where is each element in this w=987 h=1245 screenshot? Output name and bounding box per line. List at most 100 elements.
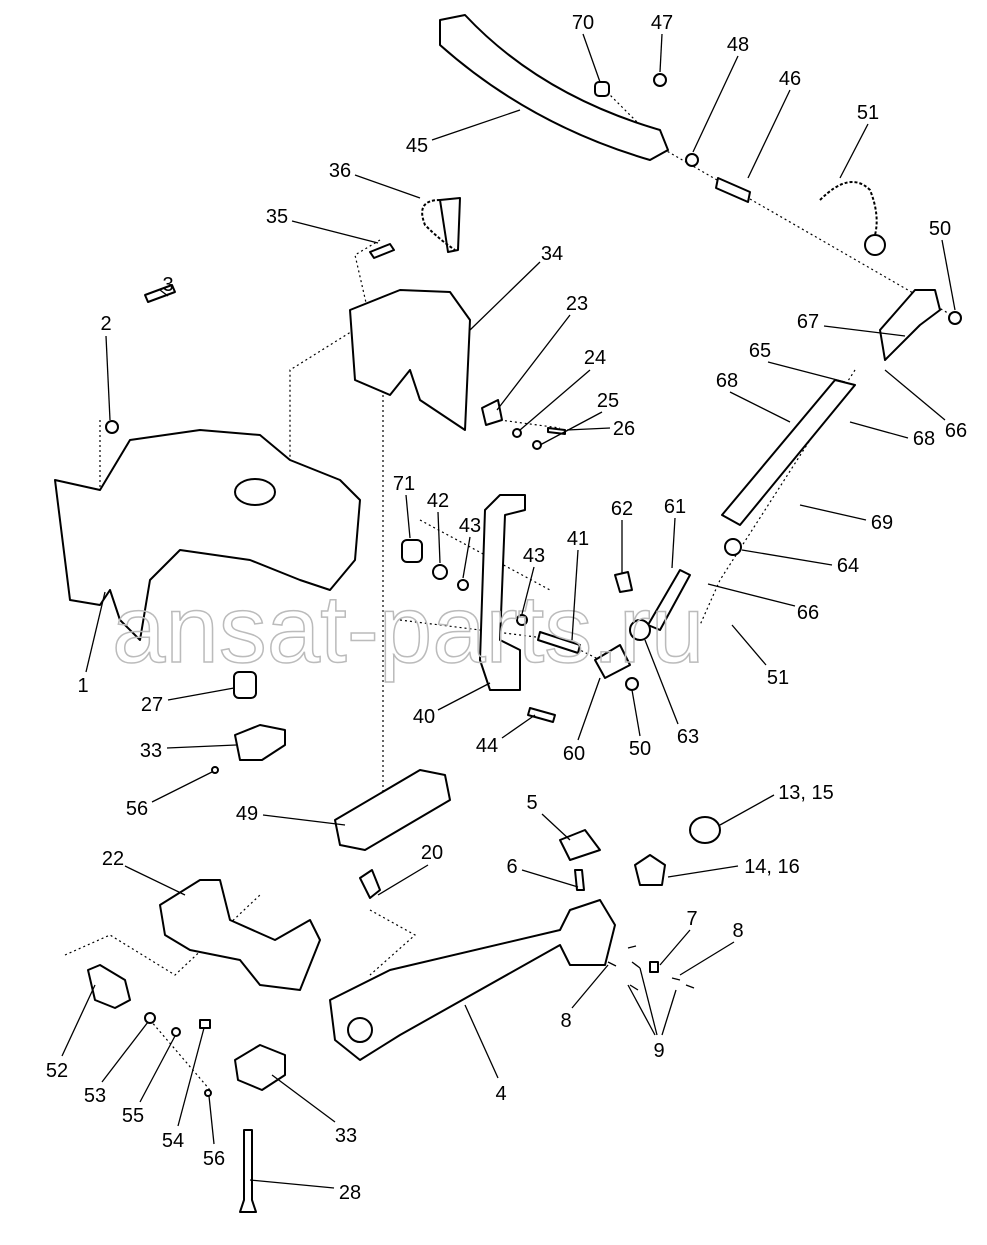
callout-6: 6 [506, 856, 517, 878]
part-49-cylinder [334, 769, 451, 851]
part-7-8-9-pins [607, 945, 695, 991]
callout-36: 36 [329, 160, 351, 182]
part-65-tube [721, 379, 856, 526]
callout-4: 4 [495, 1083, 506, 1105]
part-34-bracket [349, 289, 471, 431]
part-55-washer [171, 1027, 181, 1037]
part-47-nut [653, 73, 667, 87]
callout-22: 22 [102, 848, 124, 870]
callout-9: 9 [653, 1040, 664, 1062]
part-43-washer-b [516, 614, 528, 626]
callout-labels: 70 47 48 46 45 51 36 35 34 50 3 2 67 65 … [46, 12, 967, 1204]
part-46-pin [715, 177, 751, 203]
part-2-washer [105, 420, 119, 434]
part-42-nut [432, 564, 448, 580]
part-67-yoke [879, 289, 941, 361]
callout-49: 49 [236, 803, 258, 825]
part-62-key [614, 571, 633, 593]
part-54-screw [199, 1019, 211, 1029]
callout-54: 54 [162, 1130, 184, 1152]
callout-66-b: 66 [797, 602, 819, 624]
callout-23: 23 [566, 293, 588, 315]
callout-64: 64 [837, 555, 859, 577]
watermark: ansat-parts.ru [112, 576, 704, 683]
callout-51-b: 51 [767, 667, 789, 689]
part-48-washer [685, 153, 699, 167]
callout-8-b: 8 [560, 1010, 571, 1032]
callout-53: 53 [84, 1085, 106, 1107]
callout-7: 7 [686, 908, 697, 930]
part-3-bolt [144, 284, 176, 303]
callout-5: 5 [526, 792, 537, 814]
part-56-pin-b [204, 1089, 212, 1097]
callout-61: 61 [664, 496, 686, 518]
part-33-clamp [234, 724, 286, 761]
part-70-bushing [594, 81, 610, 97]
part-5-clip [559, 829, 601, 861]
callout-27: 27 [141, 694, 163, 716]
part-4-lift-arm [329, 899, 616, 1061]
callout-2: 2 [100, 313, 111, 335]
part-28-bolt [239, 1129, 257, 1213]
callout-14-16: 14, 16 [744, 856, 800, 878]
callout-52: 52 [46, 1060, 68, 1082]
callout-68-b: 68 [913, 428, 935, 450]
part-14-latch [634, 854, 666, 886]
callout-63: 63 [677, 726, 699, 748]
part-64-nut [724, 538, 742, 556]
callout-42: 42 [427, 490, 449, 512]
callout-44: 44 [476, 735, 498, 757]
part-22-crank [159, 879, 321, 991]
callout-67: 67 [797, 311, 819, 333]
part-27-bushing [233, 671, 257, 699]
callout-28: 28 [339, 1182, 361, 1204]
part-53-nut [144, 1012, 156, 1024]
part-56-pin [211, 766, 219, 774]
part-40-bracket [479, 494, 526, 691]
callout-68: 68 [716, 370, 738, 392]
part-44-bolt [527, 707, 556, 723]
callout-3: 3 [162, 274, 173, 296]
part-63-knob [629, 619, 651, 641]
callout-70: 70 [572, 12, 594, 34]
part-23-pin [481, 399, 503, 426]
part-45-top-link-bracket [439, 14, 669, 161]
callout-40: 40 [413, 706, 435, 728]
callout-20: 20 [421, 842, 443, 864]
part-50-washer [948, 311, 962, 325]
part-51-chain [819, 181, 878, 236]
part-71-bushing [401, 539, 423, 563]
callout-33: 33 [140, 740, 162, 762]
callout-8: 8 [732, 920, 743, 942]
part-33-clamp-b [234, 1044, 286, 1091]
callout-48: 48 [727, 34, 749, 56]
callout-56-b: 56 [203, 1148, 225, 1170]
callout-56: 56 [126, 798, 148, 820]
callout-66: 66 [945, 420, 967, 442]
callout-46: 46 [779, 68, 801, 90]
callout-50: 50 [929, 218, 951, 240]
leader-lines [61, 33, 956, 1189]
callout-45: 45 [406, 135, 428, 157]
part-61-spring [647, 569, 691, 631]
part-43-washer [457, 579, 469, 591]
part-41-pin [537, 631, 581, 654]
part-52-pin [87, 964, 131, 1009]
part-1-housing [54, 429, 361, 641]
callout-55: 55 [122, 1105, 144, 1127]
part-60-clamp [594, 644, 631, 679]
callout-41: 41 [567, 528, 589, 550]
part-25-washer [532, 440, 542, 450]
callout-51: 51 [857, 102, 879, 124]
callout-24: 24 [584, 347, 606, 369]
part-35-bolt [369, 243, 395, 259]
callout-62: 62 [611, 498, 633, 520]
callout-50-b: 50 [629, 738, 651, 760]
callout-71: 71 [393, 473, 415, 495]
parts [54, 14, 962, 1213]
part-13-bushing [689, 816, 721, 844]
callout-35: 35 [266, 206, 288, 228]
callout-25: 25 [597, 390, 619, 412]
callout-65: 65 [749, 340, 771, 362]
